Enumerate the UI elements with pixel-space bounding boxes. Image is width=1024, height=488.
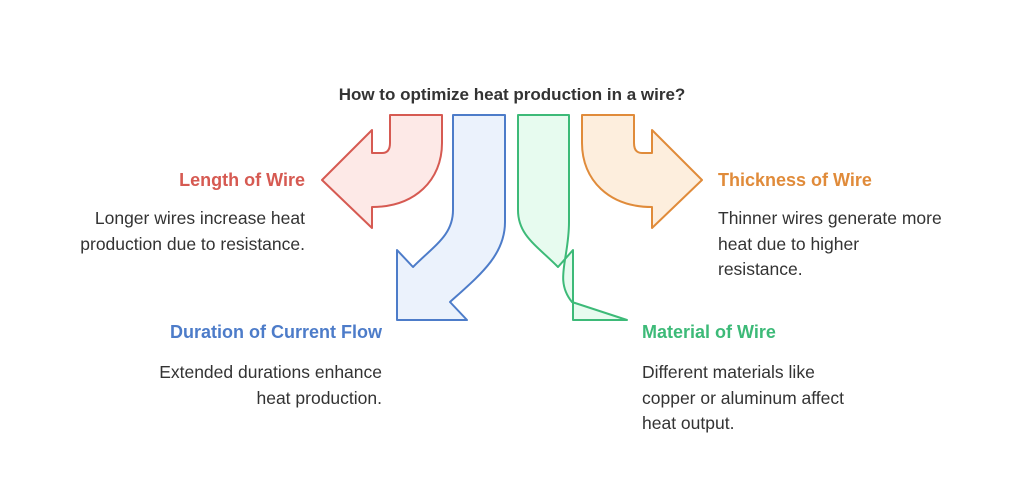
red-arrow-left [321,114,443,229]
material-description: Different materials like copper or alumi… [642,360,844,437]
desc-line: Different materials like [642,362,815,382]
length-description: Longer wires increase heat production du… [80,206,305,257]
desc-line: Longer wires increase heat [94,208,305,228]
duration-description: Extended durations enhance heat producti… [159,360,382,411]
orange-arrow-right [581,114,703,229]
thickness-heading: Thickness of Wire [718,170,872,190]
desc-line: heat due to higher [718,233,860,254]
desc-line: Extended durations enhance [159,362,382,382]
length-heading: Length of Wire [179,170,305,190]
thickness-description: Thinner wires generate more heat due to … [718,206,942,283]
blue-arrow-down-left [396,114,506,321]
desc-line: resistance. [718,259,803,279]
diagram-title: How to optimize heat production in a wir… [338,85,686,104]
desc-line: copper or aluminum affect [642,387,845,408]
desc-line: production due to resistance. [80,233,305,254]
green-arrow-down-right [517,114,628,321]
desc-line: heat output. [642,413,735,433]
desc-line: Thinner wires generate more [718,208,942,228]
desc-line: heat production. [256,387,382,408]
duration-heading: Duration of Current Flow [170,322,382,342]
material-heading: Material of Wire [642,322,776,342]
